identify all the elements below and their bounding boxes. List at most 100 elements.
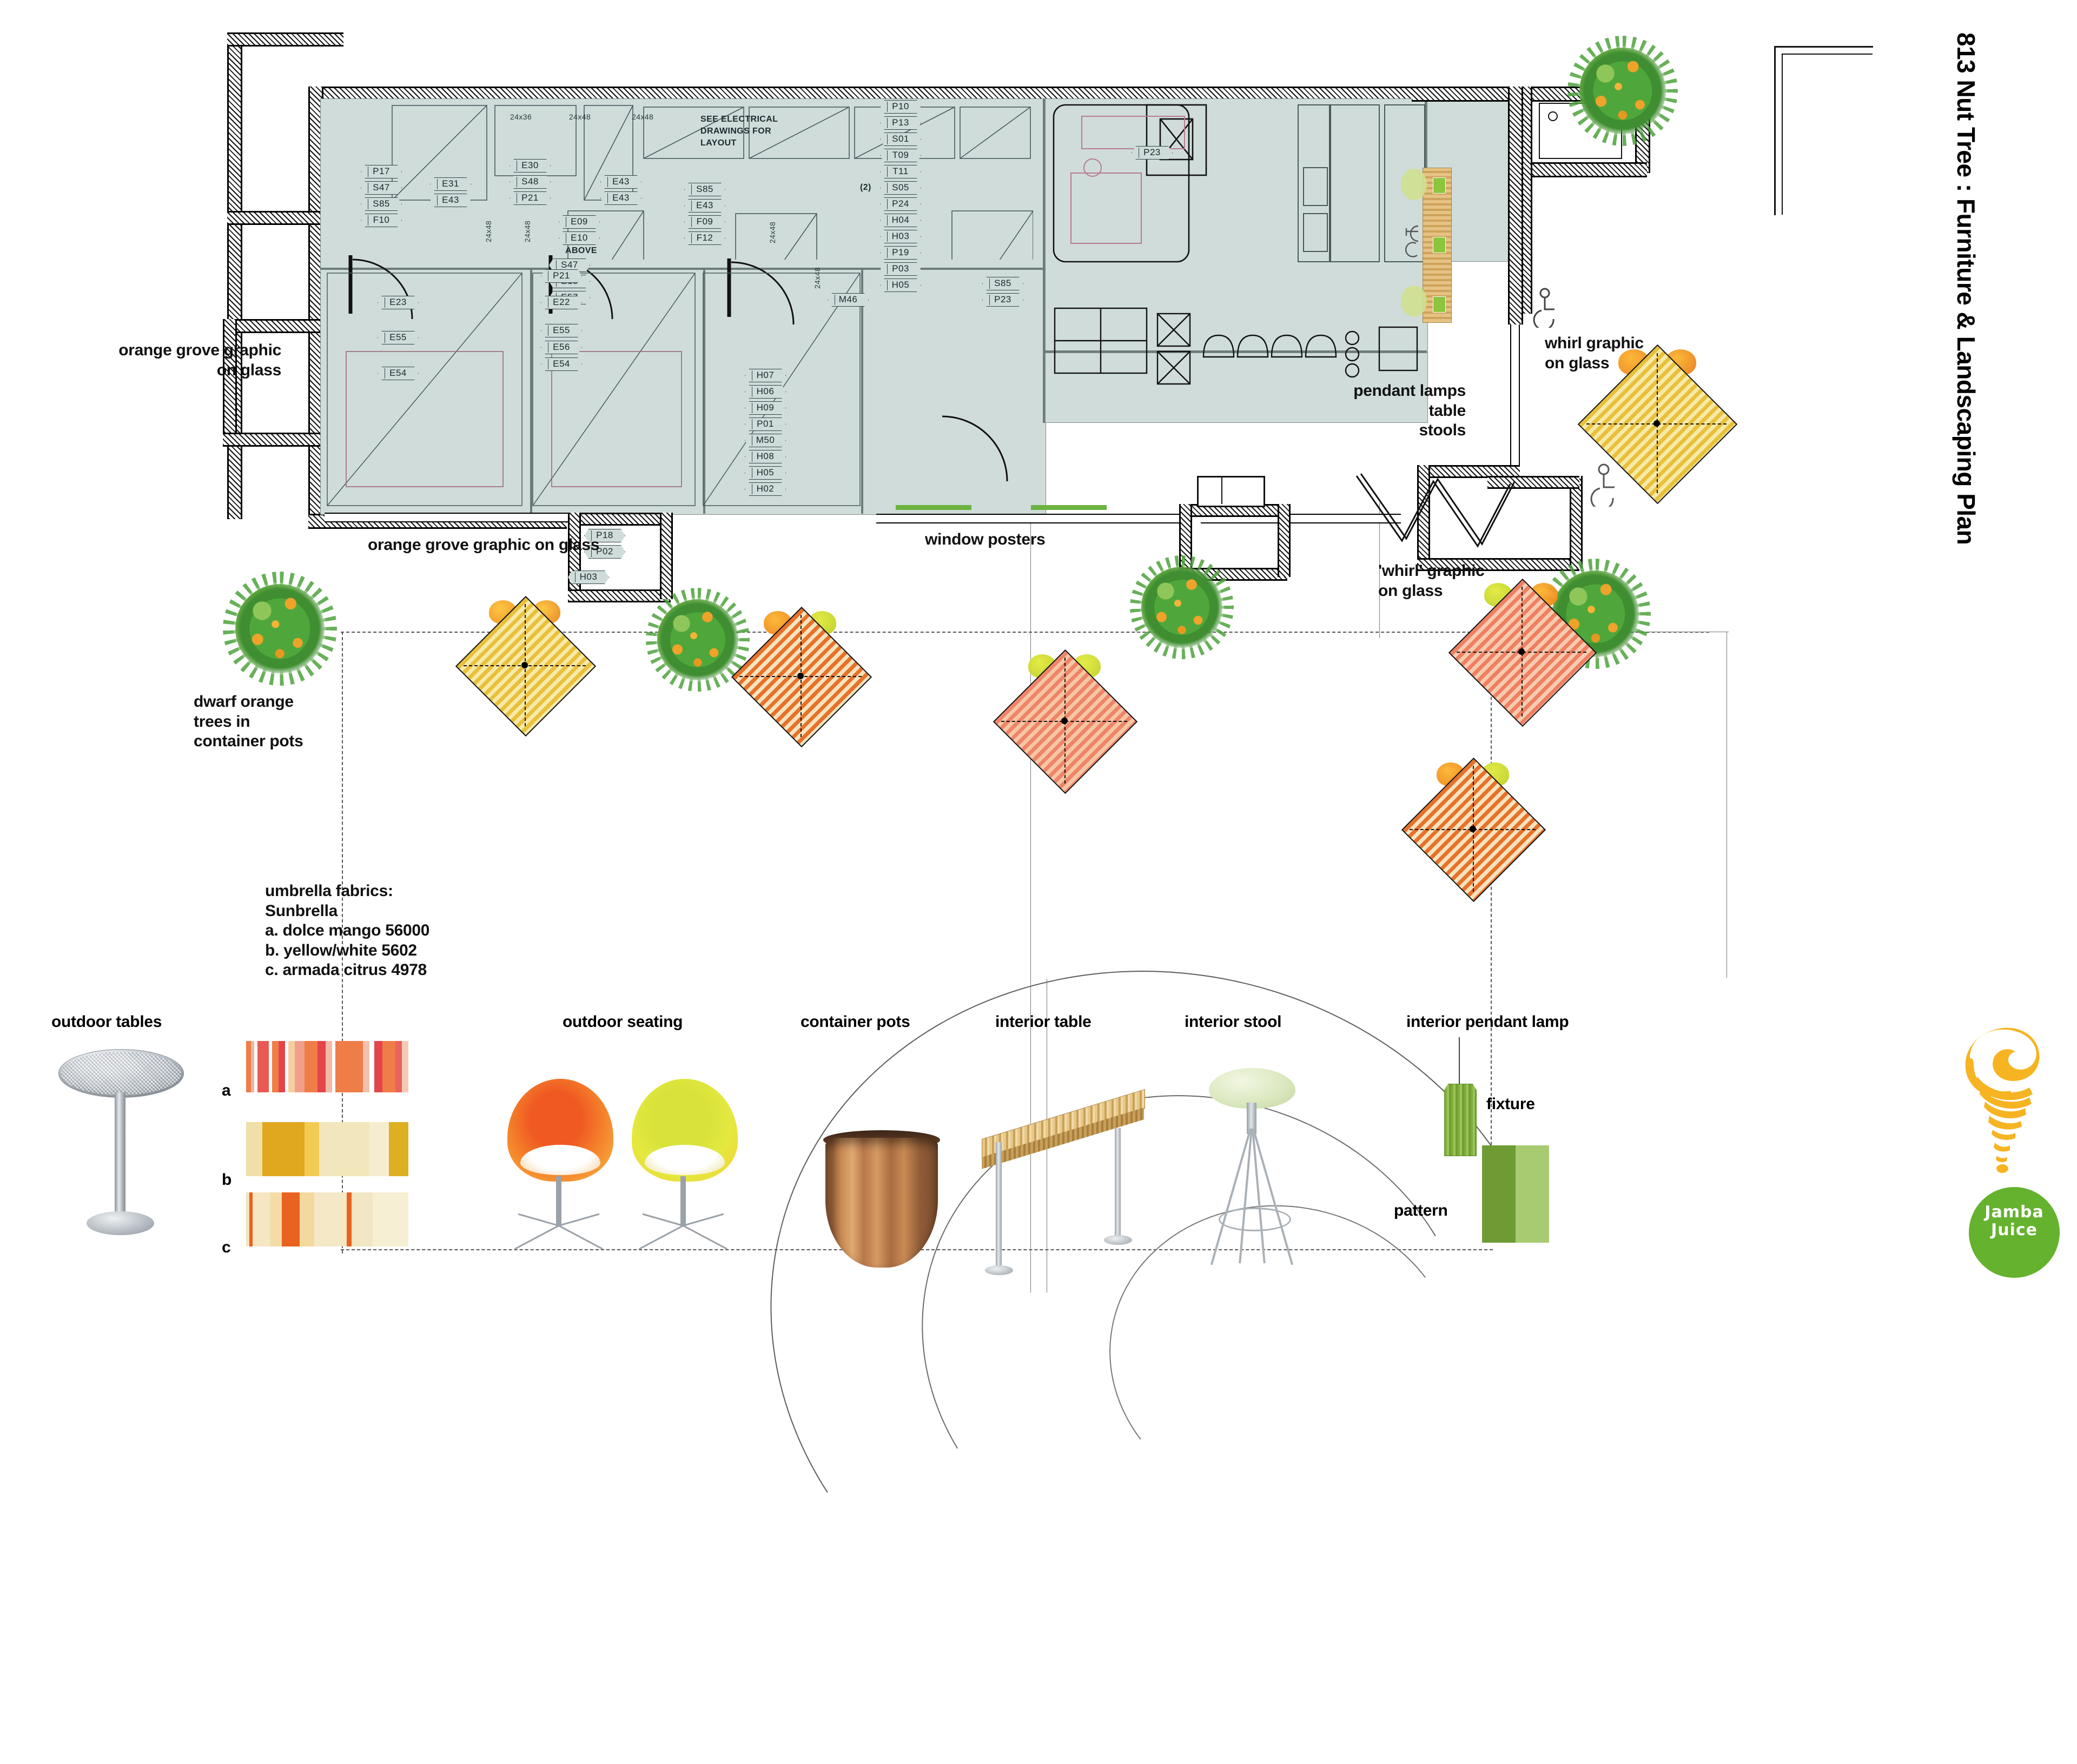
entry-wall-right <box>660 513 673 599</box>
tag-T09: T09 <box>880 149 921 162</box>
fabric-swatch-letter-b: b <box>222 1171 232 1189</box>
pendant-pattern-swatch-dark <box>1482 1145 1516 1243</box>
tag-S01: S01 <box>880 132 921 146</box>
tag-H05-a: H05 <box>880 278 921 292</box>
tag-E30: E30 <box>510 159 551 173</box>
umbrella-fabrics-brand: Sunbrella <box>265 901 338 920</box>
tag-P18: P18 <box>584 529 625 542</box>
tag-S85: S85 <box>361 197 402 211</box>
cabinet-diagonal-group <box>389 103 1033 260</box>
tag-H03-b: H03 <box>568 571 609 584</box>
tag-S47: S47 <box>361 181 402 195</box>
interior-stool-image <box>1187 1068 1317 1279</box>
legend-label-interior-pendant-lamp: interior pendant lamp <box>1406 1013 1569 1031</box>
dim-24x48-a: 24x48 <box>569 112 591 121</box>
partition-4 <box>861 268 863 514</box>
dim-24x48-f: 24x48 <box>813 267 822 289</box>
tag-E43-d: E43 <box>684 199 725 213</box>
tag-F10: F10 <box>361 214 402 227</box>
page-title: 813 Nut Tree : Furniture & Landscaping P… <box>1952 32 1980 545</box>
tag-E43-a: E43 <box>430 194 471 207</box>
tag-P10: P10 <box>880 100 921 114</box>
tag-above-note: ABOVE <box>565 246 597 255</box>
tag-P21-b: P21 <box>541 269 582 283</box>
logo-word-juice: Juice <box>1991 1221 2038 1239</box>
site-line-vertical-right <box>1491 632 1492 1243</box>
interior-pendant-lamp-image <box>1423 1037 1531 1172</box>
window-poster-1 <box>896 505 971 510</box>
patio-wall-south <box>1517 162 1647 177</box>
tag-S47-b: S47 <box>549 258 590 272</box>
legend-label-fixture: fixture <box>1486 1095 1535 1113</box>
logo-word-jamba: Jamba <box>1985 1203 2044 1222</box>
outdoor-umbrella-yellow-2 <box>1577 344 1738 505</box>
partition-7 <box>1045 350 1427 353</box>
entry-door-zigzag <box>1352 470 1514 573</box>
outdoor-umbrella-orange-2 <box>1401 757 1546 903</box>
legend-label-interior-table: interior table <box>995 1013 1092 1031</box>
tag-E55-b: E55 <box>541 324 582 337</box>
tag-P21-a: P21 <box>510 191 551 205</box>
pendant-lamp-plan-1 <box>1433 177 1446 194</box>
east-wall-low-c <box>1417 558 1579 571</box>
storefront-glazing-left <box>325 513 571 522</box>
pendant-lamp-plan-2 <box>1433 237 1446 253</box>
outdoor-chair-yellow <box>632 1079 740 1252</box>
fabric-swatch-a <box>246 1041 408 1092</box>
outdoor-umbrella-yellow-1 <box>455 595 597 737</box>
plan-body-fill <box>320 98 1046 515</box>
tag-qty-2: (2) <box>860 183 871 192</box>
fabric-swatch-letter-c: c <box>222 1238 231 1256</box>
tag-F09: F09 <box>684 215 725 229</box>
interior-stool-plan-2 <box>1401 286 1427 317</box>
pendant-lamp-plan-3 <box>1433 296 1446 313</box>
tag-M50: M50 <box>745 434 786 447</box>
tag-P03: P03 <box>880 262 921 276</box>
tag-E43-b: E43 <box>600 175 641 189</box>
partition-1 <box>320 268 861 270</box>
umbrella-fabric-option-c: c. armada citrus 4978 <box>265 961 427 979</box>
east-wall-top <box>1412 87 1520 102</box>
tag-M46: M46 <box>828 293 869 307</box>
glass-room-diagonals <box>325 270 865 508</box>
tag-P23-a: P23 <box>1132 146 1173 160</box>
dim-24x36: 24x36 <box>510 112 532 121</box>
tag-H07: H07 <box>745 369 786 382</box>
site-line-vertical-left <box>342 632 343 1254</box>
interior-stool-plan-1 <box>1401 169 1427 200</box>
tag-H03-a: H03 <box>880 230 921 243</box>
dim-24x48-d: 24x48 <box>523 220 532 242</box>
tag-H02: H02 <box>745 482 786 496</box>
grid-line-vertical-a <box>1030 503 1031 1290</box>
legend-label-interior-stool: interior stool <box>1185 1013 1282 1031</box>
tag-H05-b: H05 <box>745 466 786 480</box>
tag-P23-b: P23 <box>982 293 1023 307</box>
vestibule-wall-left <box>223 319 237 443</box>
east-wall-vertical <box>1508 87 1523 324</box>
outdoor-umbrella-coral-1 <box>993 649 1138 794</box>
tag-E54-a: E54 <box>378 367 419 380</box>
tag-P01: P01 <box>745 417 786 431</box>
tag-S85-c: S85 <box>982 277 1023 290</box>
service-fill <box>1045 353 1428 423</box>
tag-P24: P24 <box>880 197 921 211</box>
annotation-whirl-graphic-bottom: 'whirl' graphic on glass <box>1378 562 1485 600</box>
outdoor-umbrella-orange-1 <box>731 606 872 748</box>
tag-P17: P17 <box>361 165 402 178</box>
annotation-dwarf-orange-trees: dwarf orange trees in container pots <box>194 693 303 751</box>
vestibule-wall-south <box>223 319 320 333</box>
tag-E55-a: E55 <box>378 331 419 344</box>
partition-3 <box>703 268 705 514</box>
dwarf-orange-tree-4 <box>657 599 738 680</box>
accessibility-symbol-patio <box>1587 462 1621 511</box>
site-line-horizontal <box>341 632 1709 633</box>
utility-equipment <box>1197 476 1265 507</box>
vestibule-wall-low <box>223 433 320 447</box>
partition-2 <box>530 268 532 514</box>
drawing-sheet: 813 Nut Tree : Furniture & Landscaping P… <box>0 0 2077 1346</box>
jamba-juice-logo: Jamba Juice <box>1959 1025 2065 1279</box>
legend-label-outdoor-tables: outdoor tables <box>51 1013 162 1031</box>
umbrella-fabric-option-a: a. dolce mango 56000 <box>265 921 430 940</box>
east-wall-low-d <box>1570 476 1583 568</box>
umbrella-fabric-option-b: b. yellow/white 5602 <box>265 941 417 959</box>
